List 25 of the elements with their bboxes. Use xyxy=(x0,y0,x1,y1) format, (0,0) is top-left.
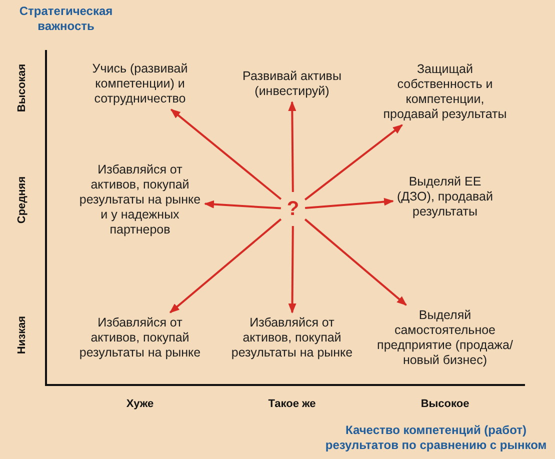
strategy-text: Защищай собственность и компетенции, продавай результаты xyxy=(382,62,508,122)
strategy-text: Избавляйся от активов, покупай результаты на рынке и у надежных партнеров xyxy=(78,162,202,238)
column-label: Такое же xyxy=(268,398,316,410)
axis-title: Стратегическая важность xyxy=(18,4,114,34)
question-mark: ? xyxy=(286,198,300,220)
arrow xyxy=(204,200,281,210)
row-label: Средняя xyxy=(16,176,28,224)
arrow xyxy=(169,218,282,314)
column-label: Хуже xyxy=(126,398,154,410)
arrow xyxy=(288,101,296,192)
strategy-text: Развивай активы (инвестируй) xyxy=(242,69,342,99)
column-label: Высокое xyxy=(420,398,470,410)
axis-title: Качество компетенций (работ) результатов по сравнению с рынком xyxy=(324,423,548,453)
arrow xyxy=(170,108,282,200)
arrow xyxy=(288,226,296,314)
arrow xyxy=(304,124,403,200)
strategy-text: Выделяй ЕЕ (ДЗО), продавай результаты xyxy=(396,174,494,220)
row-label: Высокая xyxy=(16,64,28,112)
strategy-text: Учись (развивай компетенции) и сотрудничество xyxy=(91,62,189,106)
strategy-text: Выделяй самостоятельное предприятие (продажа/новый бизнес) xyxy=(376,308,514,368)
strategy-text: Избавляйся от активов, покупай результаты на рынке xyxy=(230,316,354,360)
strategy-text: Избавляйся от активов, покупай результаты на рынке xyxy=(78,316,202,360)
arrow xyxy=(305,198,394,209)
row-label: Низкая xyxy=(16,316,28,354)
arrow xyxy=(304,218,407,306)
